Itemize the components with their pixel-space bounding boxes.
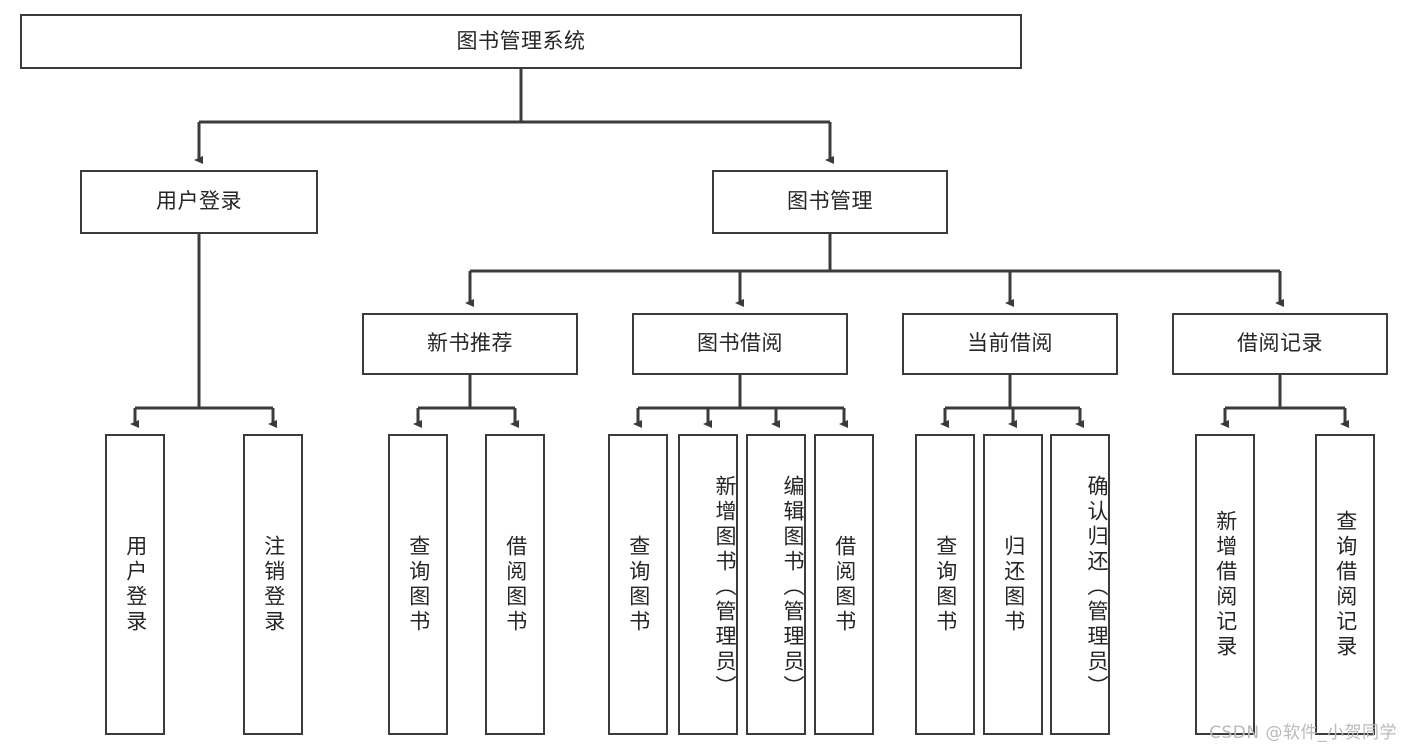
node-book-borrow-label: 图书借阅 — [697, 331, 783, 356]
node-user-login[interactable]: 用户登录 — [80, 170, 318, 234]
node-leaf-query-book-cb-label: 查询图书 — [933, 534, 958, 635]
node-leaf-query-book-cb[interactable]: 查询图书 — [915, 434, 975, 735]
node-leaf-edit-book-admin-label: 编辑图书（管理员） — [781, 475, 805, 700]
node-leaf-user-login-label: 用户登录 — [123, 534, 148, 635]
node-current-borrow[interactable]: 当前借阅 — [902, 313, 1118, 375]
node-borrow-record[interactable]: 借阅记录 — [1172, 313, 1388, 375]
node-leaf-query-book-rec-label: 查询图书 — [406, 534, 431, 635]
node-leaf-borrow-book-bb[interactable]: 借阅图书 — [814, 434, 874, 735]
node-leaf-borrow-book-rec-label: 借阅图书 — [503, 534, 528, 635]
node-root-label: 图书管理系统 — [456, 28, 586, 53]
node-book-manage-label: 图书管理 — [787, 189, 873, 214]
node-leaf-confirm-return-admin[interactable]: 确认归还（管理员） — [1050, 434, 1110, 735]
node-current-borrow-label: 当前借阅 — [967, 331, 1053, 356]
node-leaf-logout-login-label: 注销登录 — [261, 534, 286, 635]
node-leaf-edit-book-admin[interactable]: 编辑图书（管理员） — [746, 434, 806, 735]
node-leaf-query-borrow-record[interactable]: 查询借阅记录 — [1315, 434, 1375, 735]
node-leaf-query-book-bb-label: 查询图书 — [626, 534, 651, 635]
node-leaf-query-book-rec[interactable]: 查询图书 — [388, 434, 448, 735]
node-leaf-return-book[interactable]: 归还图书 — [983, 434, 1043, 735]
node-book-manage[interactable]: 图书管理 — [712, 170, 948, 234]
node-leaf-add-book-admin[interactable]: 新增图书（管理员） — [678, 434, 738, 735]
node-new-book-rec-label: 新书推荐 — [427, 331, 513, 356]
node-root[interactable]: 图书管理系统 — [20, 14, 1022, 69]
node-leaf-add-borrow-record-label: 新增借阅记录 — [1213, 509, 1238, 660]
node-book-borrow[interactable]: 图书借阅 — [632, 313, 848, 375]
node-leaf-user-login[interactable]: 用户登录 — [105, 434, 165, 735]
node-leaf-query-borrow-record-label: 查询借阅记录 — [1333, 509, 1358, 660]
watermark-text: CSDN @软件_小贺同学 — [1209, 723, 1397, 743]
node-leaf-add-borrow-record[interactable]: 新增借阅记录 — [1195, 434, 1255, 735]
node-leaf-return-book-label: 归还图书 — [1001, 534, 1026, 635]
node-leaf-confirm-return-admin-label: 确认归还（管理员） — [1085, 475, 1109, 700]
node-leaf-query-book-bb[interactable]: 查询图书 — [608, 434, 668, 735]
node-leaf-add-book-admin-label: 新增图书（管理员） — [713, 475, 737, 700]
node-new-book-rec[interactable]: 新书推荐 — [362, 313, 578, 375]
node-leaf-borrow-book-bb-label: 借阅图书 — [832, 534, 857, 635]
node-leaf-logout-login[interactable]: 注销登录 — [243, 434, 303, 735]
node-user-login-label: 用户登录 — [156, 189, 242, 214]
node-borrow-record-label: 借阅记录 — [1237, 331, 1323, 356]
node-leaf-borrow-book-rec[interactable]: 借阅图书 — [485, 434, 545, 735]
